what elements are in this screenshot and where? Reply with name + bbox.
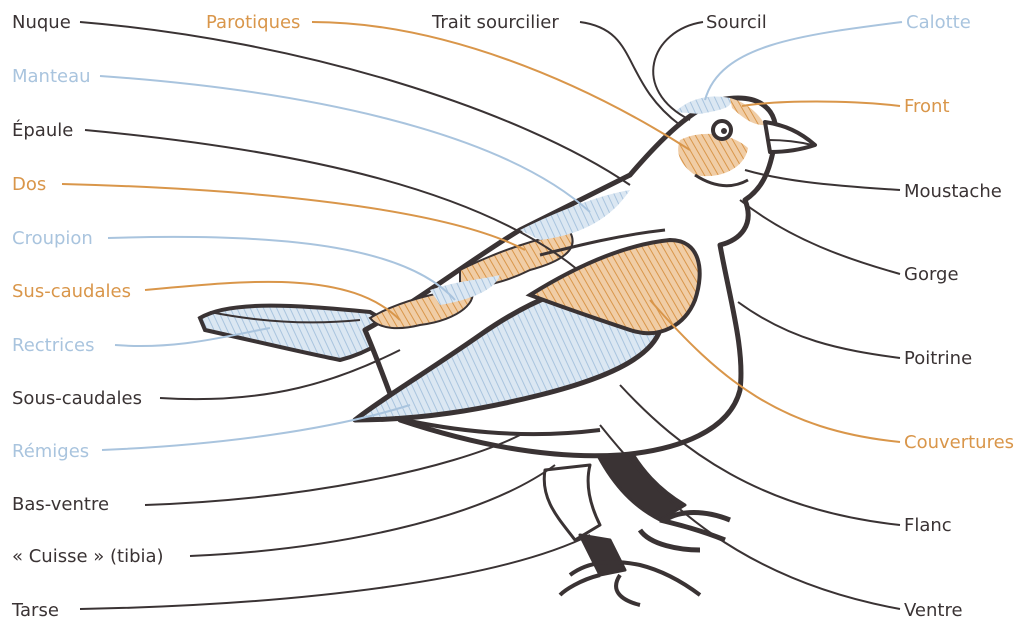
leader-line-ventre <box>599 424 901 610</box>
beak <box>763 120 817 154</box>
leader-line-dos <box>61 183 526 251</box>
leader-line-poitrine <box>737 301 901 359</box>
label-sous-caudales: Sous-caudales <box>12 388 142 409</box>
leader-line-moustache <box>744 169 901 191</box>
label-nuque: Nuque <box>12 12 71 33</box>
moustache-stripe <box>694 173 749 188</box>
label-bas-ventre: Bas-ventre <box>12 494 110 515</box>
underparts-line <box>394 416 601 437</box>
label-tarse: Tarse <box>12 600 59 621</box>
label-front: Front <box>904 96 950 117</box>
label-remiges: Rémiges <box>12 441 90 462</box>
crown-calotte <box>675 96 731 114</box>
tail-upper-edge <box>209 311 361 324</box>
leader-line-calotte <box>704 21 903 101</box>
tibia-left <box>542 463 602 542</box>
label-poitrine: Poitrine <box>904 348 973 369</box>
label-sourcil: Sourcil <box>706 12 767 33</box>
leader-line-bas-ventre <box>144 434 521 506</box>
foot-left <box>558 560 702 607</box>
label-cuisse: « Cuisse » (tibia) <box>12 546 164 567</box>
label-manteau: Manteau <box>12 66 91 87</box>
leader-line-front <box>741 100 901 107</box>
leader-line-trait-sourcilier <box>579 21 681 126</box>
rump-croupion <box>430 275 500 305</box>
leader-line-flanc <box>619 384 901 526</box>
leader-line-couvertures <box>649 299 901 443</box>
beak-line <box>767 139 813 146</box>
label-sus-caudales: Sus-caudales <box>12 281 131 302</box>
label-moustache: Moustache <box>904 181 1002 202</box>
legs <box>542 438 731 607</box>
tarsus-right <box>593 438 687 522</box>
leader-line-sous-caudales <box>159 349 401 401</box>
leader-line-sourcil <box>652 21 704 121</box>
leader-line-manteau <box>99 75 591 213</box>
label-trait-sourcilier: Trait sourcilier <box>432 12 559 33</box>
leader-line-remiges <box>101 404 411 451</box>
label-gorge: Gorge <box>904 264 959 285</box>
eye-pupil <box>721 128 727 134</box>
leader-line-rectrices <box>114 327 271 347</box>
label-rectrices: Rectrices <box>12 335 95 356</box>
label-croupion: Croupion <box>12 228 93 249</box>
label-dos: Dos <box>12 174 47 195</box>
leader-line-sus-caudales <box>144 280 401 321</box>
label-flanc: Flanc <box>904 515 952 536</box>
leader-line-epaule <box>84 129 579 271</box>
leader-line-parotiques <box>311 21 691 151</box>
leader-line-tarse <box>79 534 591 610</box>
wing-coverts <box>525 237 702 336</box>
leader-line-cuisse <box>189 464 556 557</box>
label-ventre: Ventre <box>904 600 963 621</box>
mantle-manteau <box>520 190 630 240</box>
label-parotiques: Parotiques <box>206 12 301 33</box>
label-epaule: Épaule <box>12 120 74 141</box>
label-couvertures: Couvertures <box>904 432 1015 453</box>
forehead-front <box>730 98 765 126</box>
ear-coverts-parotiques <box>678 133 748 177</box>
label-calotte: Calotte <box>906 12 971 33</box>
leader-line-croupion <box>107 235 456 301</box>
leader-line-nuque <box>79 21 631 186</box>
leader-lines <box>61 21 903 610</box>
leader-line-gorge <box>739 199 901 275</box>
tarsus-left <box>578 533 627 577</box>
